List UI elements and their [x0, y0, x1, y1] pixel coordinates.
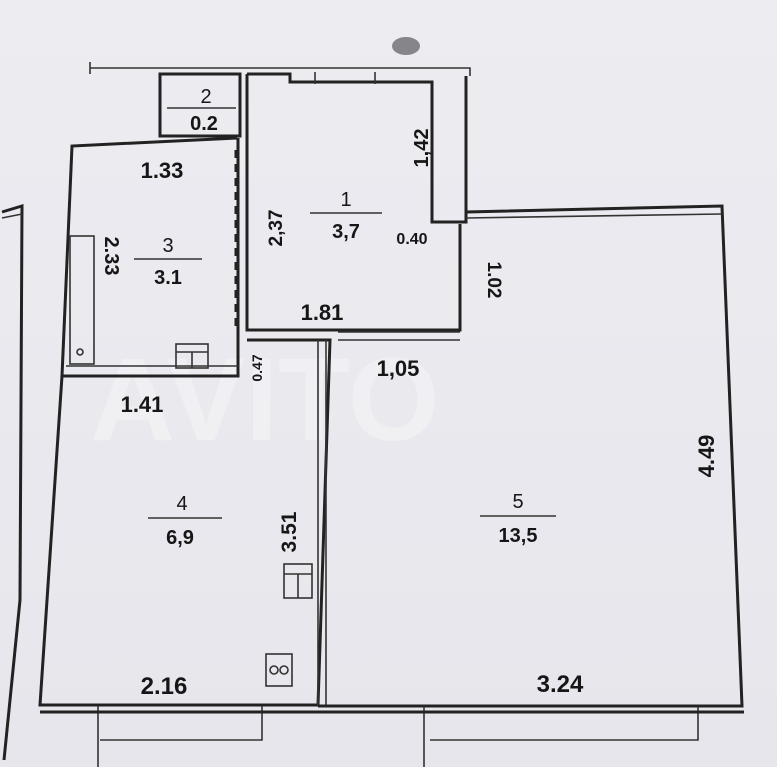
room-1-area: 3,7	[332, 221, 360, 243]
room-3-label: 3 3.1	[134, 235, 202, 289]
dim-1-81: 1.81	[301, 300, 344, 325]
ink-stain	[392, 37, 420, 55]
room-2-label: 2 0.2	[190, 86, 218, 135]
dim-3-51: 3.51	[278, 511, 301, 552]
room-4-label: 4 6,9	[148, 493, 222, 549]
room-4-area: 6,9	[166, 527, 194, 549]
dim-2-37: 2,37	[266, 210, 287, 247]
dim-1-42: 1,42	[411, 129, 433, 168]
room-5-label: 5 13,5	[480, 491, 556, 547]
dim-1-41: 1.41	[121, 392, 164, 417]
dim-1-02: 1.02	[483, 262, 504, 299]
room-2-number: 2	[200, 86, 211, 108]
dim-1-33: 1.33	[141, 158, 184, 183]
dim-4-49: 4.49	[694, 435, 719, 478]
dim-0-47: 0.47	[249, 354, 265, 381]
room-1-number: 1	[340, 189, 351, 211]
room-3-number: 3	[162, 235, 173, 257]
room-1-label: 1 3,7	[310, 189, 382, 243]
room-2-outline	[158, 72, 242, 138]
dim-0-40: 0.40	[396, 231, 427, 248]
walls	[1, 62, 744, 767]
watermark: AVITO	[90, 334, 440, 466]
room-5-number: 5	[512, 491, 523, 513]
room-2-area: 0.2	[190, 113, 218, 135]
room-3-area: 3.1	[154, 267, 182, 289]
dim-2-16: 2.16	[141, 673, 188, 700]
room-5-area: 13,5	[499, 525, 538, 547]
dim-2-33: 2.33	[100, 237, 122, 276]
dim-3-24: 3.24	[537, 671, 584, 698]
room-4-number: 4	[176, 493, 187, 515]
dimensions: 1.33 2.33 2,37 1,42 0.40 1.02 1.81 1,05 …	[100, 129, 719, 700]
dim-1-05: 1,05	[377, 356, 420, 381]
